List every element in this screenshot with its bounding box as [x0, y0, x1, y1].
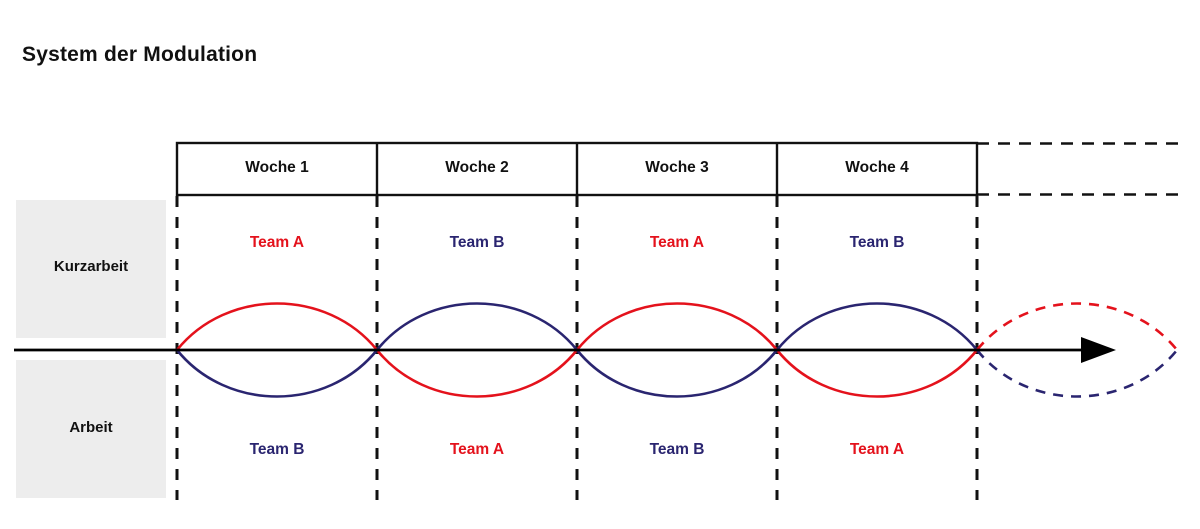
team-label-arbeit-week1: Team B [249, 441, 305, 458]
panel-kurzarbeit-bg [16, 200, 166, 338]
team-a-wave-projected [975, 302, 1179, 351]
page-title: System der Modulation [22, 43, 258, 66]
team-b-wave-projected [975, 349, 1179, 398]
team-label-kurzarbeit-week2: Team B [449, 234, 505, 251]
week-header-table [175, 141, 1186, 197]
time-axis-arrow-icon [1081, 337, 1116, 363]
team-label-kurzarbeit-week1: Team A [249, 234, 305, 251]
row-label-arbeit: Arbeit [69, 419, 113, 436]
team-label-arbeit-week2: Team A [449, 441, 505, 458]
week-header-label-1: Woche 1 [245, 159, 309, 176]
team-label-arbeit-week4: Team A [849, 441, 905, 458]
row-label-kurzarbeit: Kurzarbeit [53, 258, 129, 275]
week-header-label-3: Woche 3 [645, 159, 709, 176]
week-header-label-4: Woche 4 [845, 159, 909, 176]
panel-arbeit-bg [16, 360, 166, 498]
team-label-kurzarbeit-week4: Team B [849, 234, 905, 251]
time-axis [14, 337, 1116, 363]
week-header-label-2: Woche 2 [445, 159, 509, 176]
team-label-arbeit-week3: Team B [649, 441, 705, 458]
team-label-kurzarbeit-week3: Team A [649, 234, 705, 251]
